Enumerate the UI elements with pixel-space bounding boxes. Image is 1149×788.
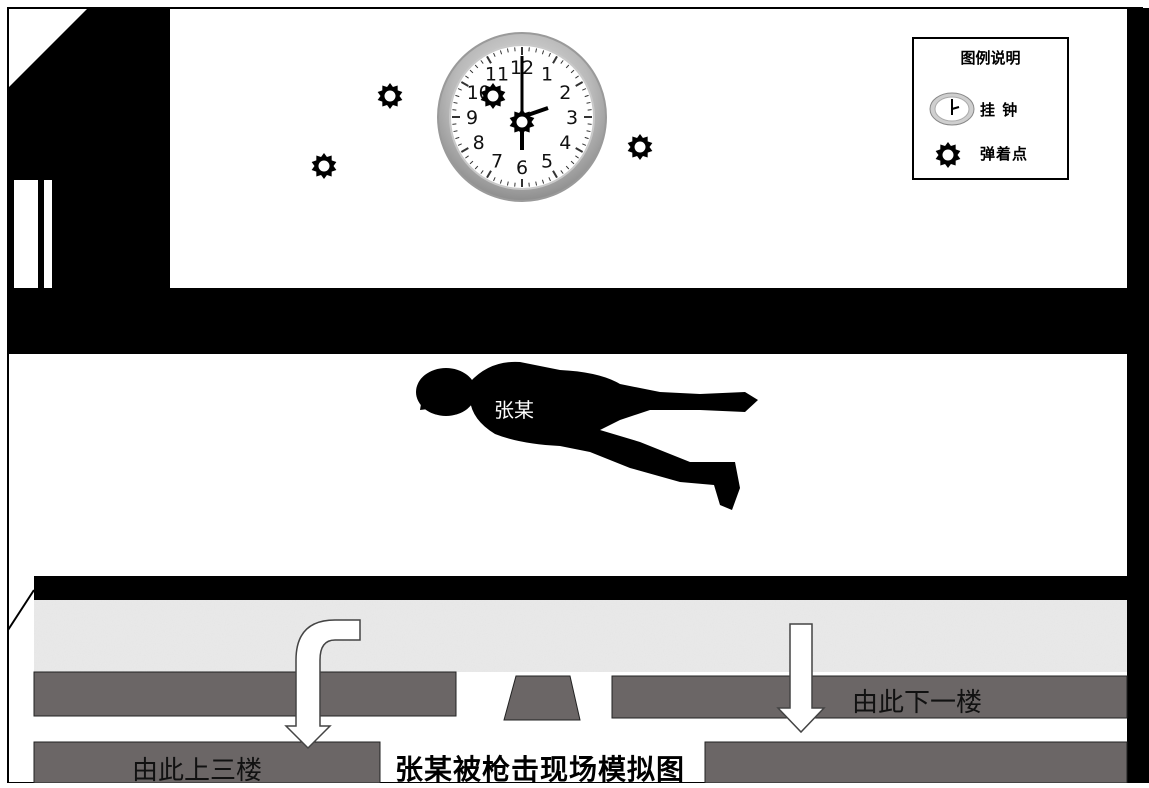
lower-wall [34,576,1149,600]
bullet-impact [378,83,403,109]
right-wall [1127,8,1149,783]
clock-numeral: 9 [466,107,478,129]
legend-clock-label: 挂 钟 [980,99,1018,120]
clock-numeral: 5 [541,150,553,172]
clock-numeral: 1 [541,64,553,86]
stair-block-right-lower [705,742,1127,783]
door-gap-2 [44,180,52,288]
legend-box: 图例说明 挂 钟 弹着点 [912,37,1069,180]
door-gap-1 [14,180,38,288]
legend-title: 图例说明 [914,47,1067,68]
middle-wall [8,288,1149,354]
legend-row-impact: 弹着点 [924,139,1064,173]
bullet-impact [312,153,337,179]
legend-row-clock: 挂 钟 [924,91,1064,125]
bullet-impact [628,134,653,160]
clock-numeral: 3 [566,107,578,129]
up-stairs-label: 由此上三楼 [132,750,262,787]
clock-numeral: 7 [491,150,503,172]
stair-block-left-upper [34,672,456,716]
victim-label: 张某 [494,394,534,423]
wall-clock-icon [928,91,976,127]
stair-pillar [504,676,580,720]
clock-numeral: 11 [485,64,509,86]
diagram-caption: 张某被枪击现场模拟图 [395,748,685,788]
bullet-impact [936,142,961,168]
victim-silhouette [416,362,758,510]
down-stairs-label: 由此下一楼 [852,682,982,719]
legend-impact-label: 弹着点 [980,143,1028,164]
clock-numeral: 6 [516,157,528,179]
clock-numeral: 2 [559,82,571,104]
clock-numeral: 8 [473,132,485,154]
corner-line [8,590,34,630]
clock-numeral: 4 [559,132,571,154]
stair-landing-texture [34,600,1127,672]
bullet-impact-icon [928,135,976,171]
